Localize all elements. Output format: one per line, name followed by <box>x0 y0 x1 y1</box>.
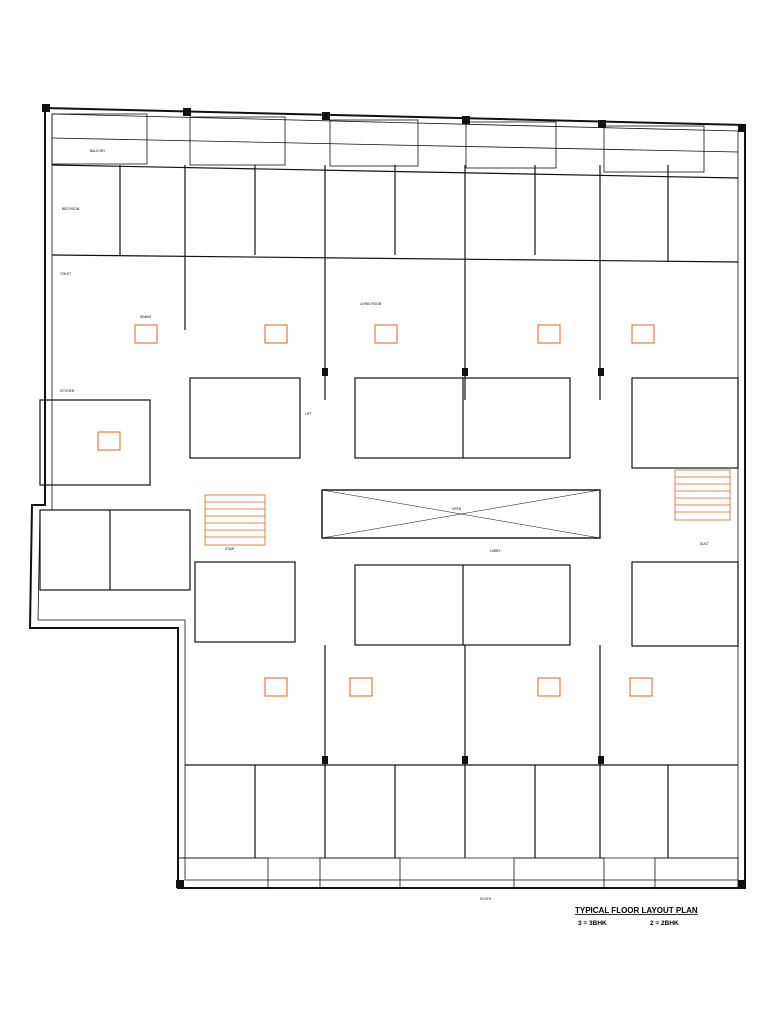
label-living-room: LIVING ROOM <box>360 302 382 306</box>
upper-rooms <box>39 164 739 486</box>
label-open: OPEN <box>452 507 462 511</box>
legend-title: TYPICAL FLOOR LAYOUT PLAN <box>575 906 698 915</box>
legend-key-3bhk: 3 = 3BHK <box>578 920 607 927</box>
label-kitchen: KITCHEN <box>60 389 75 393</box>
label-toilet: TOILET <box>60 272 71 276</box>
columns <box>42 104 746 888</box>
top-balconies <box>51 113 739 173</box>
room-labels: BED ROOM DINING LIVING ROOM KITCHEN TOIL… <box>60 149 709 901</box>
lower-rooms <box>39 509 739 858</box>
bottom-balconies <box>177 857 739 889</box>
label-duct: DUCT <box>700 542 709 546</box>
label-bed-room: BED ROOM <box>62 207 80 211</box>
label-dining: DINING <box>140 315 152 319</box>
label-lobby: LOBBY <box>490 549 502 553</box>
label-lift: LIFT <box>305 412 312 416</box>
label-balcony: BALCONY <box>90 149 106 153</box>
central-open <box>321 489 601 539</box>
label-stair: STAIR <box>225 547 235 551</box>
legend-key-2bhk: 2 = 2BHK <box>650 920 679 927</box>
furniture <box>97 324 655 697</box>
legend: TYPICAL FLOOR LAYOUT PLAN 3 = 3BHK 2 = 2… <box>575 906 698 927</box>
stairs <box>204 469 731 546</box>
building-outline <box>28 107 746 889</box>
label-south: SOUTH <box>480 897 492 901</box>
